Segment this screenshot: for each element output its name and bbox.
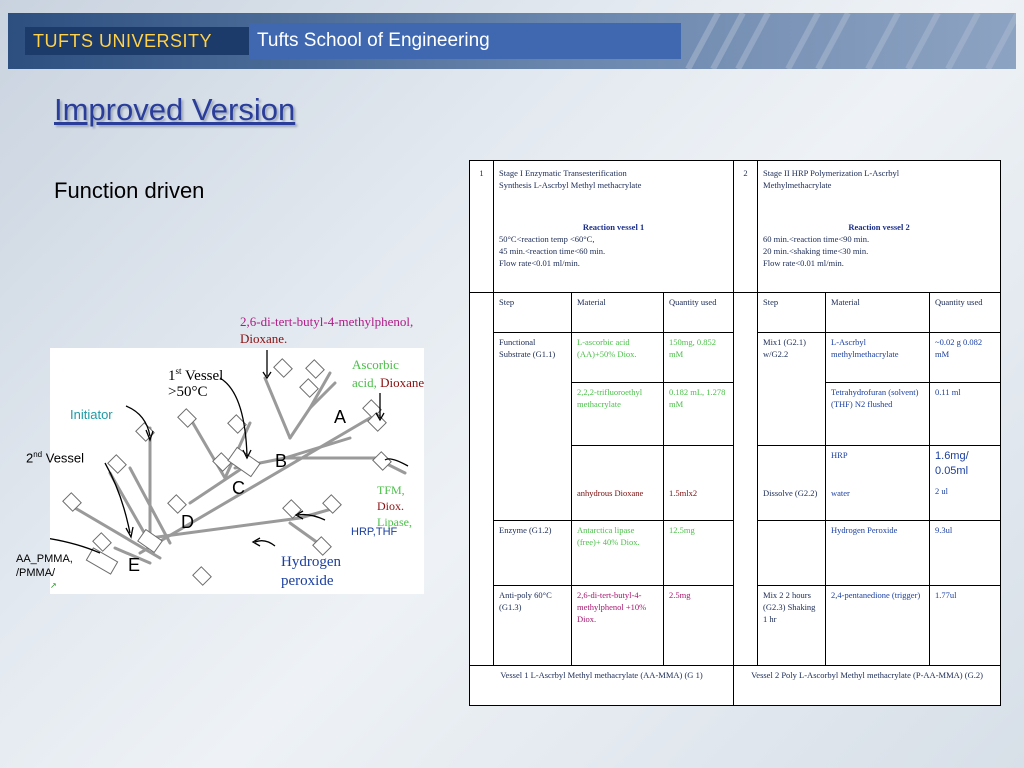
top-label-line1: 2,6-di-tert-butyl-4-methylphenol,	[240, 314, 414, 329]
s2-qty-hrp: 1.6mg/ 0.05ml	[935, 450, 969, 477]
s1-material-dioxane: anhydrous Dioxane	[571, 445, 664, 521]
s1-qty-bht: 2.5mg	[662, 585, 735, 666]
s2-qty-h2o2: 9.3ul	[929, 520, 1002, 586]
banner-decoration	[685, 13, 1016, 69]
header-quantity-2: Quantity used	[929, 292, 1002, 333]
header-step-1: Step	[493, 292, 572, 333]
stage2-number: 2	[733, 160, 759, 293]
s1-qty-dioxane: 1.5mlx2	[662, 445, 735, 521]
s2-material-pentanedione: 2,4-pentanedione (trigger)	[825, 585, 931, 666]
initiator-label: Initiator	[70, 407, 113, 422]
hrp-thf-label: HRP,THF	[351, 526, 398, 538]
stage1-header: Stage I Enzymatic Transesterification Sy…	[492, 160, 735, 293]
header-material-2: Material	[825, 292, 931, 333]
s1-material-bht: 2,6-di-tert-butyl-4-methylphenol +10% Di…	[571, 585, 664, 666]
header-material-1: Material	[571, 292, 664, 333]
aa-pmma-label: AA_PMMA,	[16, 553, 73, 565]
s2-qty-thf: 0.11 ml	[929, 382, 1002, 446]
svg-text:↗: ↗	[50, 581, 57, 590]
s2-material-hrp: HRP	[831, 450, 848, 460]
s2-step-dissolve: Dissolve (G2.2)	[757, 445, 827, 521]
s1-material-ascorbic: L-ascorbic acid (AA)+50% Diox.	[571, 332, 664, 383]
label-c: C	[232, 478, 245, 498]
diox-label: Diox.	[377, 499, 404, 513]
stage2-header: Stage II HRP Polymerization L-Ascrbyl Me…	[757, 160, 1002, 293]
first-vessel-label: 1st Vessel	[168, 366, 224, 384]
s1-step-functional: Functional Substrate (G1.1)	[493, 332, 572, 521]
s2-material-h2o2: Hydrogen Peroxide	[825, 520, 931, 586]
lipase-label: Lipase,	[377, 515, 412, 529]
footer-vessel2: Vessel 2 Poly L-Ascorbyl Methyl methacry…	[733, 665, 1002, 706]
ascorbic-label: Ascorbic	[352, 357, 399, 372]
s1-qty-lipase: 12.5mg	[662, 520, 735, 586]
s2-step-mix1: Mix1 (G2.1) w/G2.2	[757, 332, 827, 446]
label-b: B	[275, 451, 288, 471]
s2-step-blank	[757, 520, 827, 586]
s1-material-lipase: Antarctica lipase (free)+ 40% Diox.	[571, 520, 664, 586]
s2-material-thf: Tetrahydrofuran (solvent) (THF) N2 flush…	[825, 382, 931, 446]
second-vessel-label: 2nd Vessel	[26, 450, 85, 466]
header-banner: TUFTS UNIVERSITY Tufts School of Enginee…	[8, 13, 1016, 69]
footer-vessel1: Vessel 1 L-Ascrbyl Methyl methacrylate (…	[468, 665, 735, 706]
slide-title: Improved Version	[54, 92, 296, 127]
s2-qty-pentanedione: 1.77ul	[929, 585, 1002, 666]
s1-qty-ascorbic: 150mg, 0.852 mM	[662, 332, 735, 383]
first-vessel-temp: >50°C	[168, 384, 208, 400]
s1-material-tfm: 2,2,2-trifluoroethyl methacrylate	[571, 382, 664, 446]
ascorbic-dioxane-label: acid, Dioxane	[352, 375, 425, 390]
label-a: A	[334, 407, 347, 427]
stage1-side	[469, 292, 494, 666]
label-e: E	[128, 555, 141, 575]
s2-qty-water: 2 ul	[935, 486, 949, 496]
s1-qty-tfm: 0.182 mL, 1.278 mM	[662, 382, 735, 446]
s2-material-lascrbyl: L-Ascrbyl methylmethacrylate	[825, 332, 931, 383]
header-step-2: Step	[757, 292, 827, 333]
peroxide-label: peroxide	[281, 573, 334, 589]
top-label-line2: Dioxane.	[240, 331, 288, 346]
stage1-number: 1	[469, 160, 494, 293]
s2-qty-hrp-water: 1.6mg/ 0.05ml 2 ul	[929, 445, 1002, 521]
pmma-label: /PMMA/	[16, 567, 56, 579]
stage2-side	[733, 292, 759, 666]
s2-material-hrp-water: HRP water	[825, 445, 931, 521]
university-logo-text: TUFTS UNIVERSITY	[25, 27, 253, 55]
s2-qty-lascrbyl: ~0.02 g 0.082 mM	[929, 332, 1002, 383]
process-diagram: ↗	[50, 348, 424, 594]
s1-step-antipoly: Anti-poly 60°C (G1.3)	[493, 585, 572, 666]
label-d: D	[181, 512, 194, 532]
branch-network: ↗	[50, 350, 409, 590]
bullet-text: Function driven	[54, 178, 205, 203]
tfm-label: TFM,	[377, 483, 405, 497]
s2-material-water: water	[831, 488, 850, 498]
stage-table: 1 Stage I Enzymatic Transesterification …	[468, 160, 1002, 706]
s2-step-mix2: Mix 2 2 hours (G2.3) Shaking 1 hr	[757, 585, 827, 666]
school-name: Tufts School of Engineering	[249, 23, 681, 59]
s1-step-enzyme: Enzyme (G1.2)	[493, 520, 572, 586]
hydrogen-label: Hydrogen	[281, 554, 341, 570]
header-quantity-1: Quantity used	[662, 292, 735, 333]
